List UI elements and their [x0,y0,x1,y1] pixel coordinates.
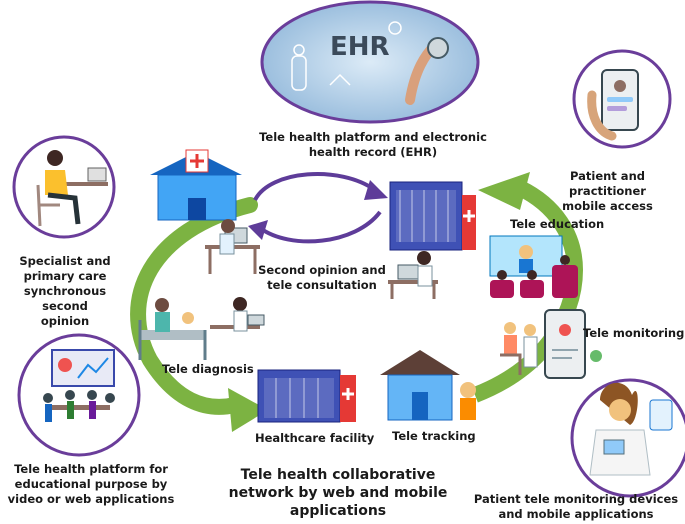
purple-cycle-arrows [248,172,388,244]
ehr-platform-label: Tele health platform and electronic heal… [258,130,488,160]
specialist-circle [12,135,116,239]
collaborative-network-line-3: applications [289,503,387,519]
tele-education-scene [489,235,578,298]
monitoring-devices-line-1: Patient tele monitoring devices [473,492,679,506]
mobile-access-line-2: mobile access [562,199,653,213]
mobile-phone-circle [572,49,672,149]
doctor-desk-left [205,219,260,274]
tele-monitoring-label: Tele monitoring [583,326,685,340]
monitoring-devices-label: Patient tele monitoring devices and mobi… [470,492,682,522]
tele-diagnosis-label: Tele diagnosis [162,362,254,376]
ehr-ellipse [260,0,480,124]
hospital-healthcare-facility [257,369,356,423]
collaborative-network-line-2: network by web and mobile [228,485,448,501]
ehr-platform-line-1: Tele health platform and electronic [259,130,487,144]
second-opinion-label: Second opinion and tele consultation [252,263,392,293]
house-tele-tracking [380,350,476,421]
education-circle [17,333,141,457]
educational-platform-line-3: video or web applications [7,492,175,506]
specialist-line-4: opinion [40,314,90,328]
specialist-label: Specialist and primary care synchronous … [0,254,130,329]
educational-platform-label: Tele health platform for educational pur… [0,462,182,507]
mobile-access-label: Patient and practitioner mobile access [530,169,685,214]
ehr-platform-line-2: health record (EHR) [308,145,438,159]
ehr-badge: EHR [330,32,390,62]
collaborative-network-label: Tele health collaborative network by web… [228,466,448,520]
doctor-desk-center [388,251,438,299]
specialist-line-1: Specialist and [19,254,111,268]
tele-education-label: Tele education [510,217,605,231]
mobile-access-line-1: Patient and practitioner [569,169,646,198]
second-opinion-line-1: Second opinion and [258,263,386,277]
educational-platform-line-1: Tele health platform for [14,462,168,476]
hospital-top-left [150,149,242,221]
tele-monitoring-scene [500,309,602,379]
tele-tracking-label: Tele tracking [392,429,476,443]
monitoring-devices-line-2: and mobile applications [498,507,654,521]
hospital-top-center [389,181,476,251]
second-opinion-line-2: tele consultation [267,278,377,292]
collaborative-network-line-1: Tele health collaborative [240,467,436,483]
tele-diagnosis-scene [138,297,265,360]
specialist-line-3: synchronous second [23,284,107,313]
educational-platform-line-2: educational purpose by [14,477,168,491]
specialist-line-2: primary care [23,269,107,283]
doctor-circle [570,378,685,498]
healthcare-facility-label: Healthcare facility [255,431,375,445]
